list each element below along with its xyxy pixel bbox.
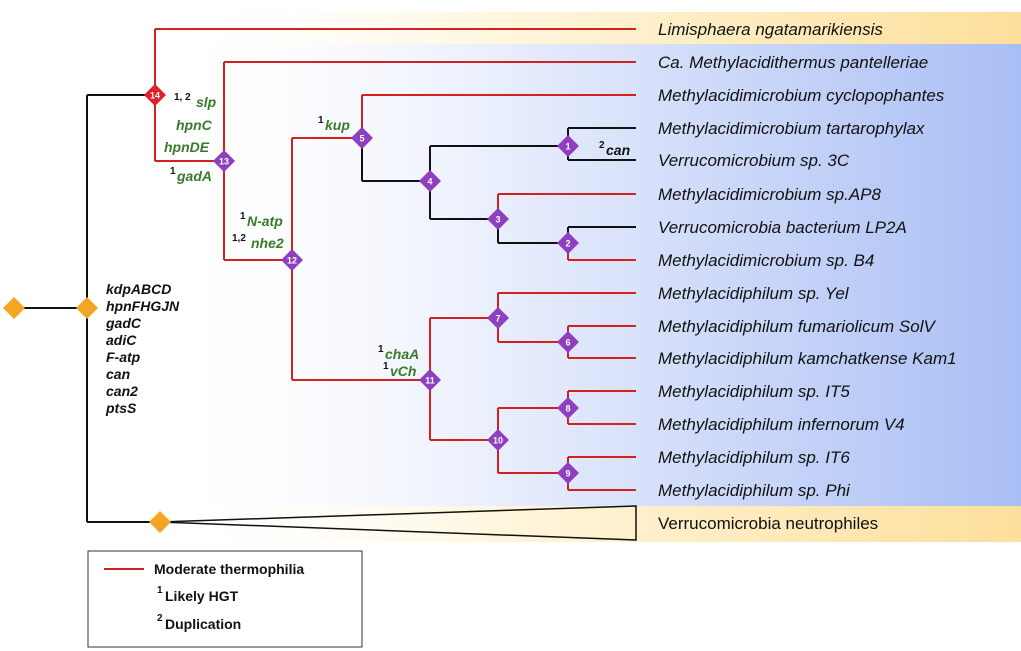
legend-dup-label: Duplication	[165, 616, 241, 632]
node-10-label: 10	[493, 436, 503, 446]
node-6-label: 6	[565, 338, 570, 348]
node-2-label: 2	[565, 239, 570, 249]
svg-text:kup: kup	[325, 117, 350, 133]
node-8-label: 8	[565, 404, 570, 414]
gene-vCh: 1 vCh	[383, 361, 416, 379]
band-thermophiles	[150, 44, 1021, 506]
svg-text:vCh: vCh	[390, 363, 416, 379]
root-gene: F-atp	[106, 349, 141, 365]
gene-gadA: 1 gadA	[170, 166, 212, 184]
legend-dup-sup: 2	[157, 613, 163, 624]
node-6: 6	[557, 331, 579, 353]
gene-chaA: 1 chaA	[378, 344, 419, 362]
node-14-label: 14	[150, 91, 160, 101]
node-11-label: 11	[425, 376, 435, 386]
svg-text:1,2: 1,2	[232, 233, 246, 244]
svg-text:can: can	[606, 142, 630, 158]
node-14: 14	[144, 84, 166, 106]
node-3-label: 3	[495, 215, 500, 225]
taxon-label: Verrucomicrobium sp. 3C	[658, 151, 850, 170]
node-4: 4	[419, 170, 441, 192]
svg-text:2: 2	[599, 140, 605, 151]
legend: Moderate thermophilia 1 Likely HGT 2 Dup…	[87, 550, 363, 648]
node-7: 7	[487, 307, 509, 329]
node-1-label: 1	[565, 142, 570, 152]
root-gene-list: kdpABCD hpnFHGJN gadC adiC F-atp can can…	[105, 281, 180, 416]
gene-can: 2 can	[599, 140, 630, 158]
node-9-label: 9	[565, 469, 570, 479]
node-4-label: 4	[427, 177, 432, 187]
gene-nhe2: 1,2 nhe2	[232, 233, 284, 251]
root-gene: kdpABCD	[106, 281, 171, 297]
root-gene: can	[106, 366, 130, 382]
svg-text:1: 1	[170, 166, 176, 177]
svg-text:N-atp: N-atp	[247, 213, 283, 229]
taxon-label: Methylacidimicrobium tartarophylax	[658, 119, 925, 138]
gene-hpnC: hpnC	[176, 117, 213, 133]
node-10: 10	[487, 429, 509, 451]
node-7-label: 7	[495, 314, 500, 324]
thermophilia-branches	[154, 28, 636, 491]
gene-kup: 1 kup	[318, 115, 350, 133]
svg-text:nhe2: nhe2	[251, 235, 284, 251]
svg-text:1: 1	[318, 115, 324, 126]
taxon-label: Verrucomicrobia bacterium LP2A	[658, 218, 907, 237]
node-12: 12	[281, 249, 303, 271]
legend-box	[87, 550, 363, 648]
node-5: 5	[351, 127, 373, 149]
neutrophiles-diamond-node	[149, 511, 171, 533]
taxon-label: Methylacidiphilum fumariolicum SolV	[658, 317, 936, 336]
svg-text:1: 1	[240, 211, 246, 222]
legend-thermophilia-label: Moderate thermophilia	[154, 561, 304, 577]
root-gene: hpnFHGJN	[106, 298, 180, 314]
root-gene: adiC	[106, 332, 137, 348]
taxa-labels: Limisphaera ngatamarikiensis Ca. Methyla…	[658, 20, 957, 533]
node-11: 11	[419, 369, 441, 391]
node-3: 3	[487, 208, 509, 230]
ancestral-nodes	[3, 297, 171, 533]
taxon-label: Methylacidimicrobium sp.AP8	[658, 185, 882, 204]
taxon-label: Methylacidiphilum infernorum V4	[658, 415, 905, 434]
band-neutrophiles	[150, 506, 1021, 542]
svg-text:1, 2: 1, 2	[174, 92, 191, 103]
taxon-label: Limisphaera ngatamarikiensis	[658, 20, 883, 39]
legend-hgt-label: Likely HGT	[165, 588, 239, 604]
legend-hgt-sup: 1	[157, 585, 163, 596]
node-2: 2	[557, 232, 579, 254]
taxon-label: Methylacidimicrobium cyclopophantes	[658, 86, 945, 105]
svg-text:chaA: chaA	[385, 346, 419, 362]
outgroup-label: Verrucomicrobia neutrophiles	[658, 514, 878, 533]
taxon-label: Methylacidiphilum sp. Phi	[658, 481, 851, 500]
gene-hpnDE: hpnDE	[164, 139, 210, 155]
node-13-label: 13	[219, 157, 229, 167]
root-diamond-node	[3, 297, 25, 319]
taxon-label: Methylacidimicrobium sp. B4	[658, 251, 874, 270]
ancestor-diamond-node	[76, 297, 98, 319]
root-gene: gadC	[105, 315, 142, 331]
svg-text:1: 1	[378, 344, 384, 355]
gene-annotations: 1, 2 slp hpnC hpnDE 1 gadA 1 N-atp 1,2 n…	[164, 92, 630, 379]
node-12-label: 12	[287, 256, 297, 266]
taxon-label: Methylacidiphilum sp. Yel	[658, 284, 850, 303]
taxon-label: Methylacidiphilum sp. IT6	[658, 448, 850, 467]
gene-N-atp: 1 N-atp	[240, 211, 283, 229]
taxon-label: Methylacidiphilum sp. IT5	[658, 382, 850, 401]
root-gene: can2	[106, 383, 138, 399]
node-1: 1	[557, 135, 579, 157]
svg-text:gadA: gadA	[176, 168, 212, 184]
gene-slp: 1, 2 slp	[174, 92, 217, 110]
taxon-label: Ca. Methylacidithermus pantelleriae	[658, 53, 928, 72]
numbered-nodes: 14 13 12 5 4 1 3 2	[144, 84, 579, 484]
svg-text:1: 1	[383, 361, 389, 372]
svg-text:slp: slp	[196, 94, 217, 110]
node-8: 8	[557, 397, 579, 419]
node-9: 9	[557, 462, 579, 484]
taxon-label: Methylacidiphilum kamchatkense Kam1	[658, 349, 957, 368]
node-13: 13	[213, 150, 235, 172]
node-5-label: 5	[359, 134, 364, 144]
neutrophiles-collapsed-clade	[159, 505, 637, 541]
root-gene: ptsS	[105, 400, 137, 416]
